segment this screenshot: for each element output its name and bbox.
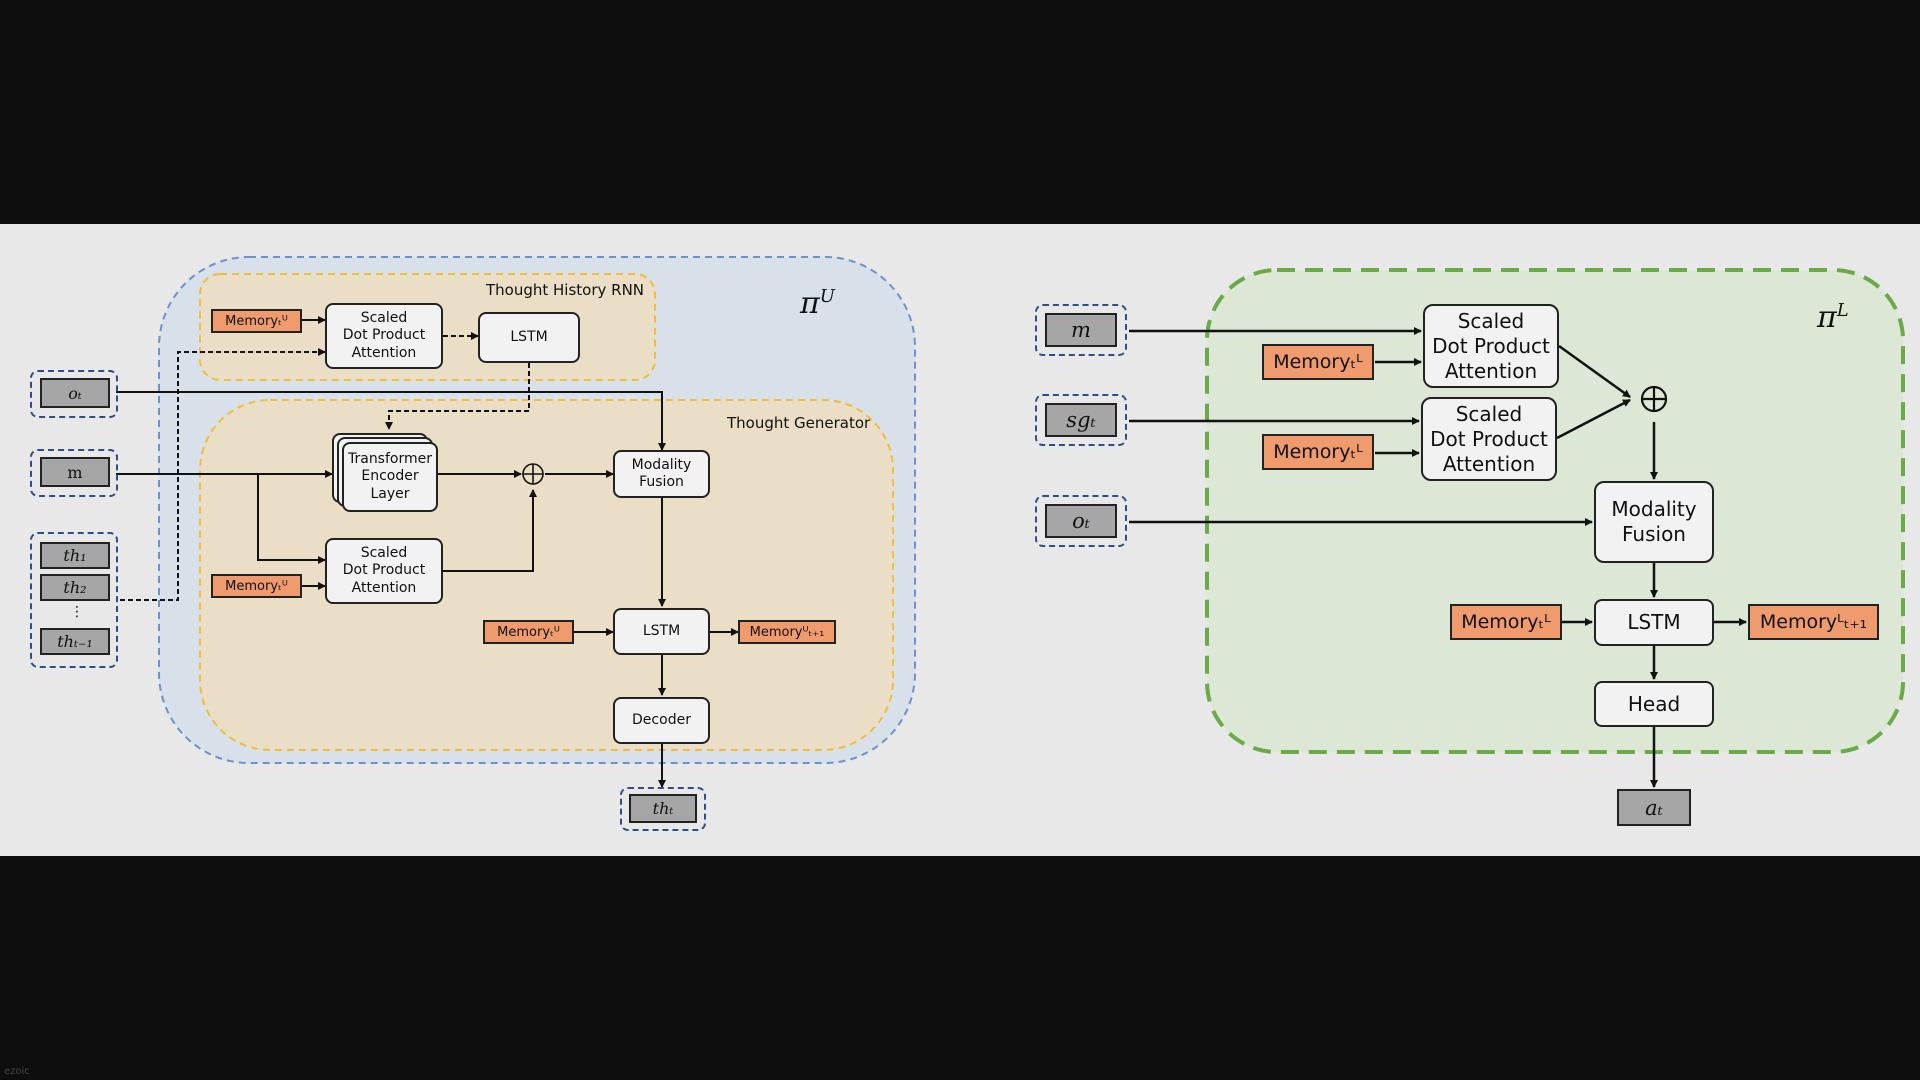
memory-u-next-box: Memoryᵁₜ₊₁: [738, 620, 836, 644]
memory-l-next-box: Memoryᴸₜ₊₁: [1748, 604, 1879, 640]
head-box: Head: [1594, 681, 1714, 727]
sdpa-right-box-2: Scaled Dot Product Attention: [1421, 397, 1557, 481]
upper-policy-symbol: πU: [800, 286, 835, 321]
input-th-t-minus-1: thₜ₋₁: [40, 628, 110, 655]
input-m-left: m: [40, 457, 110, 487]
input-o-right: oₜ: [1045, 504, 1117, 538]
sdpa-generator-box: Scaled Dot Product Attention: [325, 538, 443, 604]
input-o-left-frame: [30, 370, 118, 418]
thought-generator-region: [199, 399, 894, 751]
input-m-right-frame: [1035, 304, 1127, 356]
output-action: aₜ: [1617, 789, 1691, 826]
lower-policy-region: [1205, 268, 1905, 754]
memory-l-t-box-2: Memoryₜᴸ: [1262, 434, 1374, 470]
thought-history-input-frame: [30, 532, 118, 668]
modality-fusion-left-box: Modality Fusion: [613, 450, 710, 498]
input-o-right-frame: [1035, 495, 1127, 547]
input-th1: th₁: [40, 542, 110, 569]
lstm-right-box: LSTM: [1594, 599, 1714, 646]
lstm-history-box: LSTM: [478, 312, 580, 363]
diagram-connections: [116, 256, 1905, 788]
input-m-right: m: [1045, 313, 1117, 347]
input-m-left-frame: [30, 449, 118, 497]
modality-fusion-right-box: Modality Fusion: [1594, 481, 1714, 563]
sdpa-right-box-1: Scaled Dot Product Attention: [1423, 304, 1559, 388]
architecture-diagram: πU Thought History RNN Thought Generator…: [0, 224, 1920, 856]
right-sum-node: [1640, 385, 1668, 413]
transformer-encoder-box: Transformer Encoder Layer: [342, 442, 438, 512]
thought-history-title: Thought History RNN: [486, 281, 645, 299]
history-ellipsis: ⋮: [70, 604, 84, 620]
lower-policy-symbol: πL: [1817, 300, 1849, 335]
lstm-generator-box: LSTM: [613, 608, 710, 655]
left-sum-node: [522, 463, 544, 485]
watermark: ezoic: [4, 1066, 30, 1077]
decoder-box: Decoder: [613, 697, 710, 744]
input-sg-frame: [1035, 394, 1127, 446]
input-o-left: oₜ: [40, 378, 110, 408]
memory-u-t-box-3: Memoryₜᵁ: [483, 620, 574, 644]
output-th: thₜ: [629, 794, 697, 823]
input-th2: th₂: [40, 574, 110, 601]
input-sg: sgₜ: [1045, 403, 1117, 437]
output-th-frame: [620, 787, 706, 831]
memory-l-t-box-3: Memoryₜᴸ: [1450, 604, 1562, 640]
sdpa-history-box: Scaled Dot Product Attention: [325, 303, 443, 369]
memory-l-t-box-1: Memoryₜᴸ: [1262, 344, 1374, 380]
memory-u-t-box: Memoryₜᵁ: [211, 309, 302, 333]
thought-generator-title: Thought Generator: [727, 414, 871, 432]
memory-u-t-box-2: Memoryₜᵁ: [211, 574, 302, 598]
